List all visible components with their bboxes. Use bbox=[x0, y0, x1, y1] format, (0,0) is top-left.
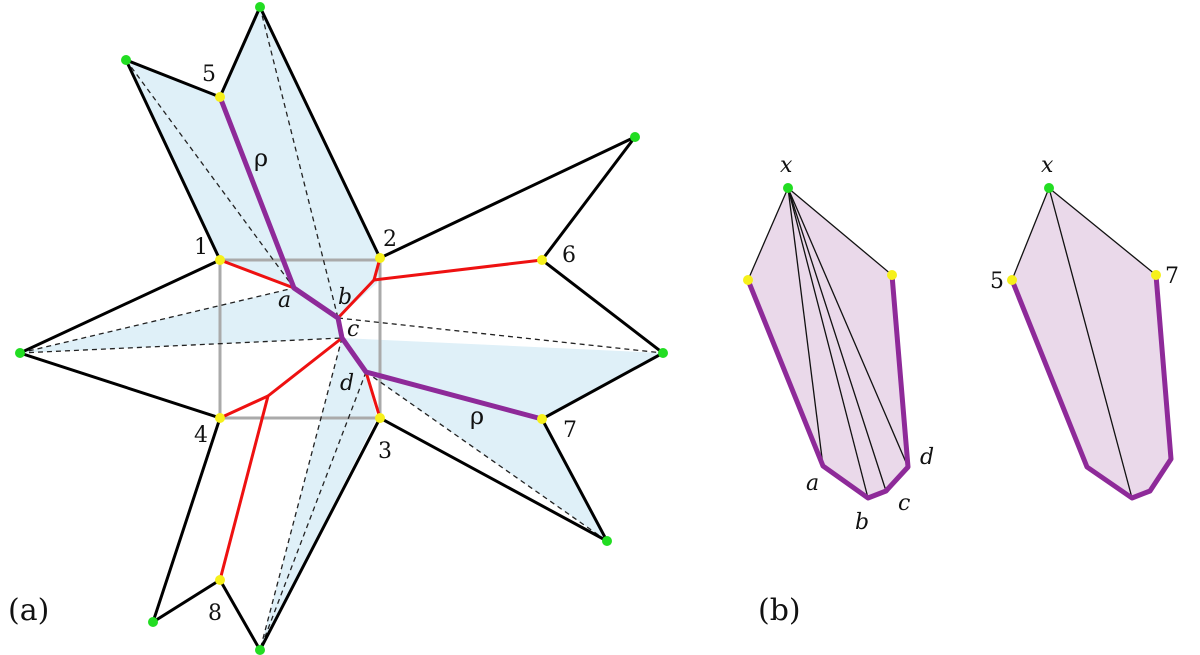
dash-8 bbox=[259, 371, 367, 651]
red-c-8 bbox=[218, 394, 270, 582]
dash-5 bbox=[337, 317, 664, 354]
red-edges bbox=[218, 256, 544, 582]
yellow-point bbox=[887, 270, 897, 280]
panel-b: x a b c d x 5 7 (b) bbox=[743, 153, 1179, 628]
green-point bbox=[255, 2, 265, 12]
panel-a: 1 2 3 4 5 6 7 8 ρ ρ a b c d (a) bbox=[8, 2, 668, 655]
right-purple-chain bbox=[1009, 274, 1174, 501]
fan-line bbox=[787, 187, 909, 468]
red-b-6 bbox=[372, 258, 544, 282]
yellow-point-1 bbox=[215, 255, 225, 265]
panel-label-b: (b) bbox=[758, 593, 801, 628]
right-label-7: 7 bbox=[1165, 264, 1179, 289]
yellow-points bbox=[215, 92, 547, 585]
green-point bbox=[15, 348, 25, 358]
dash-3 bbox=[19, 287, 295, 354]
fan-line bbox=[787, 187, 887, 492]
left-label-d: d bbox=[920, 445, 934, 470]
rho-label-upper: ρ bbox=[254, 144, 268, 172]
fan-line bbox=[787, 187, 869, 499]
yellow-point-4 bbox=[215, 413, 225, 423]
green-point bbox=[602, 536, 612, 546]
panel-b-right: x 5 7 bbox=[990, 153, 1179, 501]
fan-line bbox=[1048, 187, 1157, 276]
yellow-point-5 bbox=[215, 92, 225, 102]
lower-shaded-region bbox=[260, 338, 377, 650]
panel-b-left: x a b c d bbox=[743, 153, 934, 535]
yellow-point-6 bbox=[537, 255, 547, 265]
right-apex-label: x bbox=[1041, 153, 1054, 178]
vertex-label-3: 3 bbox=[378, 439, 392, 464]
point-label-b: b bbox=[338, 285, 352, 310]
yellow-point-2 bbox=[375, 253, 385, 263]
yellow-point-5 bbox=[1007, 275, 1017, 285]
left-purple-chain bbox=[745, 274, 911, 501]
dash-6 bbox=[365, 371, 608, 542]
yellow-point-8 bbox=[215, 575, 225, 585]
fan-line bbox=[787, 187, 824, 467]
apex-point bbox=[1044, 183, 1054, 193]
apex-point bbox=[783, 183, 793, 193]
dash-1 bbox=[125, 59, 295, 289]
fan-line bbox=[747, 187, 789, 281]
vertex-label-7: 7 bbox=[563, 418, 577, 443]
right-fan-lines bbox=[1011, 187, 1157, 499]
right-label-5: 5 bbox=[990, 269, 1004, 294]
yellow-point-7 bbox=[1151, 270, 1161, 280]
yellow-point bbox=[743, 275, 753, 285]
vertex-label-2: 2 bbox=[383, 227, 397, 252]
gray-square bbox=[218, 258, 382, 420]
fan-line bbox=[1011, 187, 1050, 281]
red-c-4 bbox=[218, 336, 344, 420]
left-label-b: b bbox=[855, 510, 869, 535]
fan-line bbox=[1048, 187, 1133, 499]
point-label-a: a bbox=[278, 288, 291, 313]
green-point bbox=[148, 617, 158, 627]
vertex-label-1: 1 bbox=[194, 235, 208, 260]
middle-shaded-region bbox=[20, 288, 342, 353]
purple-path-rho bbox=[217, 94, 545, 422]
right-lavender-fill bbox=[1012, 188, 1171, 498]
green-point bbox=[121, 55, 131, 65]
fan-line bbox=[787, 187, 893, 276]
left-label-c: c bbox=[898, 491, 910, 516]
yellow-point-3 bbox=[375, 413, 385, 423]
dashed-lines bbox=[19, 6, 664, 651]
left-label-a: a bbox=[806, 471, 819, 496]
green-point bbox=[255, 645, 265, 655]
green-points bbox=[15, 2, 668, 655]
yellow-point-7 bbox=[537, 414, 547, 424]
point-label-d: d bbox=[340, 371, 354, 396]
upper-shaded-region bbox=[126, 7, 380, 318]
rho-label-lower: ρ bbox=[470, 402, 484, 430]
vertex-label-8: 8 bbox=[208, 601, 222, 626]
green-point bbox=[658, 348, 668, 358]
panel-label-a: (a) bbox=[8, 593, 49, 628]
point-label-c: c bbox=[347, 317, 359, 342]
left-apex-label: x bbox=[780, 153, 793, 178]
red-1-a bbox=[218, 258, 296, 290]
vertex-label-6: 6 bbox=[562, 243, 576, 268]
left-fan-lines bbox=[747, 187, 909, 499]
vertex-label-4: 4 bbox=[194, 423, 208, 448]
vertex-label-5: 5 bbox=[202, 62, 216, 87]
green-point bbox=[630, 132, 640, 142]
